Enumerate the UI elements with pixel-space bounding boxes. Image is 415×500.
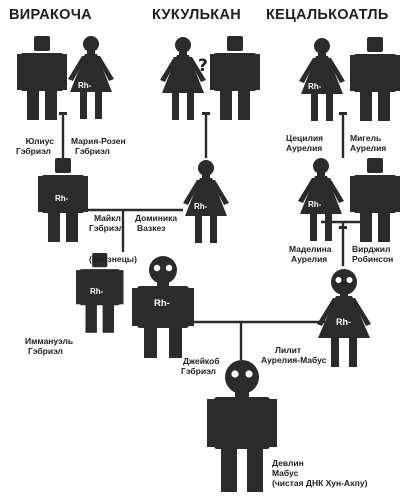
rh-mark-jacob: Rh-: [154, 298, 170, 309]
label-devlin: Девлин Мабус (чистая ДНК Хун-Ахпу): [272, 458, 367, 488]
label-immanuel: Иммануэль Гэбриэл: [25, 336, 73, 356]
label-virgil: Вирджил Робинсон: [352, 244, 393, 264]
rh-mark-dominica: Rh-: [194, 202, 208, 211]
rh-mark-michael: Rh-: [55, 194, 69, 203]
label-madelina: Маделина Аурелия: [289, 244, 332, 264]
lilith-eyes: [335, 277, 353, 283]
title-quetzalcoatl: КЕЦАЛЬКОАТЛЬ: [266, 7, 389, 23]
jacob-eyes: [153, 264, 173, 272]
label-maria-line1: Мария-Розен: [71, 136, 126, 146]
label-jacob-line2: Гэбриэл: [181, 366, 216, 376]
label-madelina-line2: Аурелия: [291, 254, 328, 264]
rh-mark-immanuel: Rh-: [90, 287, 104, 296]
title-kukulkan: КУКУЛЬКАН: [152, 7, 241, 23]
unknown-mark: ?: [198, 56, 208, 76]
label-michael-line2: Гэбриэл: [89, 223, 124, 233]
label-michael: Майкл Гэбриэл: [89, 213, 124, 233]
label-cecilia-line2: Аурелия: [286, 143, 323, 153]
rh-mark-lilith: Rh-: [336, 317, 351, 327]
devlin-eyes: [231, 370, 253, 378]
label-lilith-line2: Аурелия-Мабус: [261, 355, 327, 365]
label-lilith-line1: Лилит: [275, 345, 301, 355]
rh-mark-maria: Rh-: [78, 81, 92, 90]
figure-julius: [17, 36, 67, 120]
label-julius: Юлиус Гэбриэл: [16, 136, 54, 156]
label-maria: Мария-Розен Гэбриэл: [71, 136, 126, 156]
figure-maria: [68, 36, 114, 119]
label-michael-line1: Майкл: [94, 213, 121, 223]
label-dominica-line2: Вазкез: [137, 223, 166, 233]
label-julius-line1: Юлиус: [25, 136, 54, 146]
label-maria-line2: Гэбриэл: [75, 146, 110, 156]
label-madelina-line1: Маделина: [289, 244, 332, 254]
label-dominica: Доминика Вазкез: [135, 213, 177, 233]
title-viracocha: ВИРАКОЧА: [9, 7, 92, 23]
label-devlin-line2: Мабус: [272, 468, 299, 478]
figure-cecilia: [299, 38, 345, 121]
figure-kukulkan-woman: [160, 37, 206, 120]
label-immanuel-line2: Гэбриэл: [28, 346, 63, 356]
label-julius-line2: Гэбриэл: [16, 146, 51, 156]
twins-note: (близнецы): [89, 254, 137, 264]
figure-lilith: [317, 269, 371, 367]
label-virgil-line2: Робинсон: [352, 254, 394, 264]
connector-ticks: [59, 112, 347, 229]
label-lilith: Лилит Аурелия-Мабус: [261, 345, 326, 365]
label-jacob-line1: Джейкоб: [183, 356, 220, 366]
rh-mark-cecilia: Rh-: [308, 82, 322, 91]
label-virgil-line1: Вирджил: [352, 244, 391, 254]
rh-mark-madelina: Rh-: [308, 200, 322, 209]
figure-kukulkan-man: [210, 36, 260, 120]
label-devlin-line3: (чистая ДНК Хун-Ахпу): [272, 478, 368, 488]
label-dominica-line1: Доминика: [135, 213, 178, 223]
figure-devlin: [207, 360, 277, 492]
label-cecilia: Цецилия Аурелия: [286, 133, 323, 153]
label-miguel-line2: Аурелия: [350, 143, 387, 153]
figure-jacob: [132, 256, 194, 358]
label-immanuel-line1: Иммануэль: [25, 336, 74, 346]
label-devlin-line1: Девлин: [272, 458, 304, 468]
label-jacob: Джейкоб Гэбриэл: [181, 356, 220, 376]
label-cecilia-line1: Цецилия: [286, 133, 324, 143]
label-miguel: Мигель Аурелия: [350, 133, 386, 153]
label-miguel-line1: Мигель: [350, 133, 382, 143]
figure-miguel: [350, 37, 400, 121]
figure-virgil: [350, 158, 400, 242]
